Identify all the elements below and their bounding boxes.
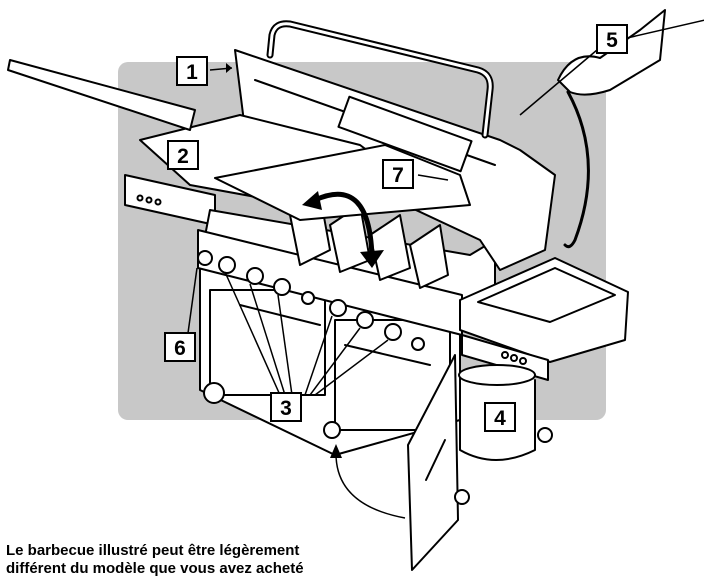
door-swing-arrow bbox=[335, 451, 406, 519]
svg-text:4: 4 bbox=[494, 407, 506, 430]
lid-thermometer-window bbox=[337, 95, 473, 173]
callout-1: 1 bbox=[176, 56, 208, 86]
callout-6: 6 bbox=[164, 332, 196, 362]
callout-5: 5 bbox=[596, 24, 628, 54]
callout-4: 4 bbox=[484, 402, 516, 432]
caption-line-1: Le barbecue illustré peut être légèremen… bbox=[6, 542, 300, 559]
svg-text:7: 7 bbox=[392, 164, 404, 187]
open-cart-door bbox=[407, 354, 459, 571]
svg-text:3: 3 bbox=[280, 397, 292, 420]
svg-text:5: 5 bbox=[606, 29, 618, 52]
left-side-table bbox=[124, 174, 216, 226]
callout-7: 7 bbox=[382, 159, 414, 189]
svg-text:6: 6 bbox=[174, 337, 186, 360]
leader-lines bbox=[187, 19, 704, 396]
rotation-arrow bbox=[313, 191, 375, 259]
disclaimer-caption: Le barbecue illustré peut être légèremen… bbox=[6, 542, 306, 578]
callout-2: 2 bbox=[167, 140, 199, 170]
grill-cart bbox=[199, 261, 461, 456]
svg-text:1: 1 bbox=[186, 61, 198, 84]
igniter-button bbox=[197, 250, 213, 266]
svg-text:2: 2 bbox=[177, 145, 189, 168]
warming-rack bbox=[7, 59, 196, 131]
burner-control-knobs bbox=[218, 256, 425, 351]
caption-line-2: différent du modèle que vous avez acheté bbox=[6, 560, 304, 577]
callout-3: 3 bbox=[270, 392, 302, 422]
